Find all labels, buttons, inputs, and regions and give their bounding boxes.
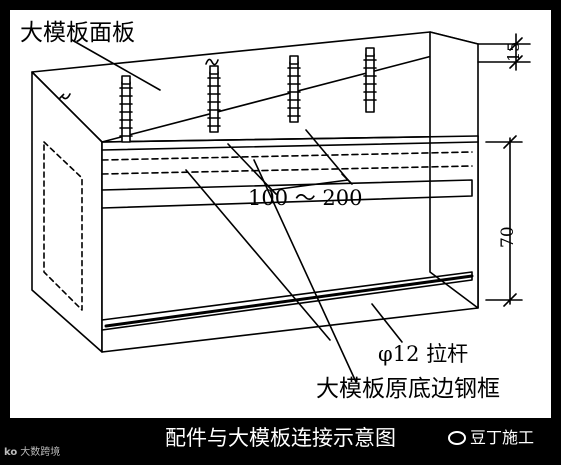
right-end-plate [429,31,479,309]
dim-15-lines [477,33,531,71]
break-line-left [59,93,71,100]
top-rim-inner [101,141,479,151]
tie-rod-label: φ12 拉杆 [378,342,469,366]
panel-top-face [31,31,479,143]
diagram-panel: 大模板面板 100 ～ 200 15 70 φ12 拉杆 大模板原底边钢框 [10,10,551,418]
frame-leader [371,303,403,343]
upper-angle-bar-hidden [101,151,473,161]
panel-label: 大模板面板 [20,20,135,46]
watermark-left-text: 大数跨境 [20,447,61,458]
upper-angle-bar-hidden-2 [101,165,473,175]
watermark-right-text: 豆丁施工 [470,428,535,447]
base-frame-label: 大模板原底边钢框 [316,376,500,402]
base-leader [253,159,357,383]
upper-angle-bar [101,179,473,209]
bolt-1 [119,75,133,143]
rod-leader [185,169,331,341]
bolt-spacing-label: 100 ～ 200 [248,186,363,210]
panel-leader [71,39,161,91]
break-line-mid [205,58,219,66]
ko-logo-icon: ko [4,447,18,458]
bolt-3 [287,55,301,123]
bolt-4 [363,47,377,113]
watermark-right: 豆丁施工 [448,430,534,446]
dimension-15-label: 15 [504,41,523,62]
lower-bar-thick [104,274,474,328]
dim-70-lines [485,135,523,307]
top-rim [101,135,479,143]
left-plate-hidden-edge [43,141,83,311]
wechat-icon [448,431,466,445]
dimension-70-label: 70 [498,226,518,248]
figure-caption: 配件与大模板连接示意图 [165,426,396,450]
spacing-ticks [265,173,353,195]
bolt-2 [207,65,221,133]
formwork-drawing [31,31,531,383]
